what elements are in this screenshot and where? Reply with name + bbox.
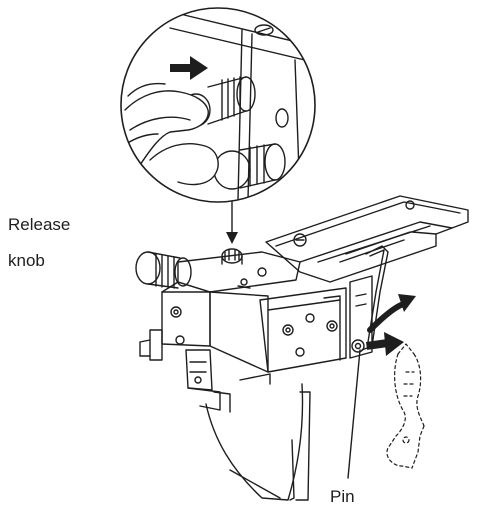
main-housing (139, 281, 269, 373)
pull-direction-arrow (366, 332, 404, 356)
zoom-leader-arrow (226, 201, 238, 244)
left-knob (135, 251, 192, 289)
pin-lever (351, 245, 389, 353)
push-direction-arrow (170, 56, 208, 80)
foot-rail (265, 195, 469, 283)
zoom-detail-circle (120, 7, 316, 203)
release-knob-label-line2: knob (8, 251, 45, 270)
hand-pressing-knob (121, 82, 219, 186)
presser-foot-mechanism (135, 195, 469, 501)
pin-label: Pin (330, 487, 355, 506)
blade (205, 383, 311, 501)
pin-leader-line (347, 349, 361, 479)
release-knob-label-line1: Release (8, 215, 71, 234)
front-plate (259, 275, 373, 373)
lower-presser (185, 349, 271, 413)
removed-part-dashed (386, 343, 425, 469)
lower-knob-magnified (213, 143, 286, 190)
rotation-arrow (367, 294, 416, 333)
